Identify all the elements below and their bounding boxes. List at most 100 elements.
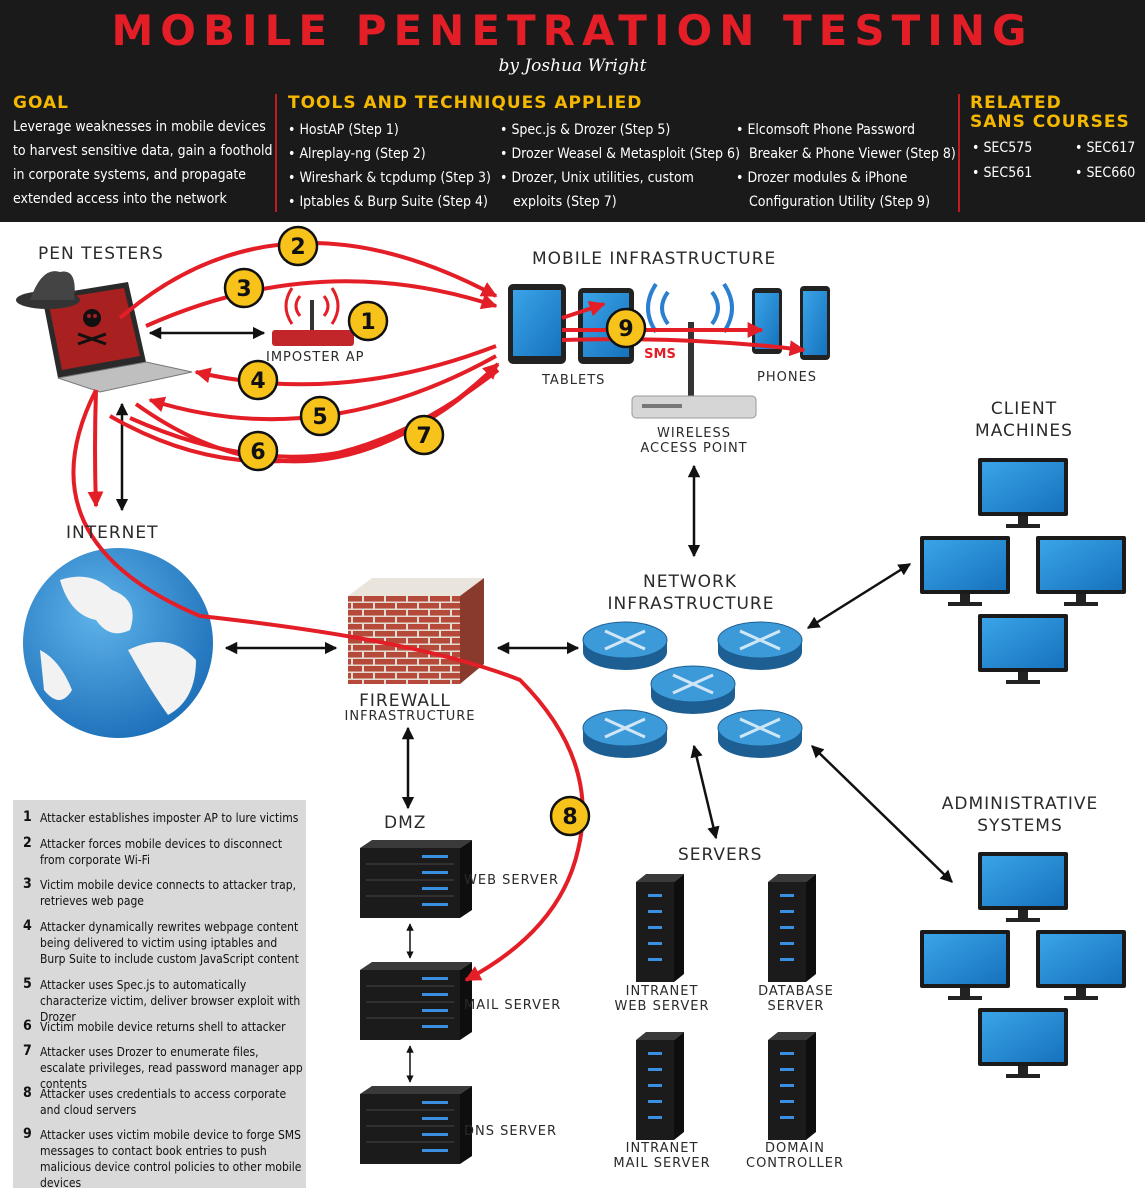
firewall-label: FIREWALL — [359, 691, 451, 711]
step-badge-number: 5 — [312, 405, 327, 430]
intranet-mail-server-icon — [636, 1032, 684, 1140]
dns-server-icon — [359, 1085, 473, 1165]
author-byline: by Joshua Wright — [498, 56, 647, 76]
client-monitor-icon — [1036, 536, 1126, 606]
step-badge-number: 8 — [562, 805, 577, 830]
legend-step-text: Attacker uses Spec.js to automatically c… — [40, 978, 301, 1024]
tablet-icon — [508, 284, 566, 364]
tool-item: Breaker & Phone Viewer (Step 8) — [749, 146, 956, 162]
step-badge-number: 7 — [416, 424, 431, 449]
phone-icon — [800, 286, 830, 360]
tool-item: Wireshark & tcpdump (Step 3) — [288, 166, 490, 190]
intranet-web-server-label: WEB SERVER — [614, 999, 710, 1014]
tool-item: Drozer modules & iPhone — [736, 166, 907, 190]
imposter-ap-label: IMPOSTER AP — [266, 350, 365, 365]
phone-icon — [752, 288, 782, 354]
step-badge — [223, 267, 265, 309]
admin-monitor-icon — [1036, 930, 1126, 1000]
step-badge — [403, 414, 445, 456]
wireless-label: WIRELESS — [657, 426, 731, 441]
mail-server-label: MAIL SERVER — [464, 998, 562, 1013]
step-badge-number: 1 — [360, 310, 375, 335]
client-monitor-icon — [978, 614, 1068, 684]
administrative-systems-label: ADMINISTRATIVE — [941, 794, 1099, 814]
client-monitor-icon — [920, 536, 1010, 606]
course-item: SEC617 — [1075, 140, 1135, 156]
mobile-infrastructure-label: MOBILE INFRASTRUCTURE — [532, 249, 777, 269]
legend-step-number: 5 — [23, 976, 32, 992]
client-machines-label: MACHINES — [975, 421, 1073, 441]
internet-globe-icon — [23, 548, 213, 738]
internet-label: INTERNET — [66, 523, 159, 543]
course-item: SEC660 — [1075, 165, 1135, 181]
client-machines-label: CLIENT — [990, 399, 1058, 419]
pen-tester-laptop-icon — [16, 271, 193, 393]
page-title: MOBILE PENETRATION TESTING — [111, 6, 1034, 55]
phones-label: PHONES — [757, 370, 818, 385]
dns-server-label: DNS SERVER — [464, 1124, 558, 1139]
database-server-label: SERVER — [767, 999, 825, 1014]
steps-legend: 1 Attacker establishes imposter AP to lu… — [13, 800, 306, 1190]
goal-heading: GOAL — [13, 93, 69, 113]
tool-item: Elcomsoft Phone Password — [736, 118, 915, 142]
mail-server-icon — [359, 961, 473, 1041]
tool-item: exploits (Step 7) — [513, 194, 617, 210]
goal-line: to harvest sensitive data, gain a footho… — [13, 143, 273, 159]
legend-step-text: Attacker uses victim mobile device to fo… — [40, 1128, 302, 1190]
tool-item: Iptables & Burp Suite (Step 4) — [288, 190, 488, 214]
intranet-mail-server-label: INTRANET — [625, 1141, 699, 1156]
legend-step-text: Attacker dynamically rewrites webpage co… — [40, 920, 299, 966]
admin-monitor-icon — [978, 852, 1068, 922]
step-badge — [277, 225, 319, 267]
tool-item: Drozer Weasel & Metasploit (Step 6) — [500, 142, 740, 166]
sms-label: SMS — [644, 347, 676, 362]
access-point-label: ACCESS POINT — [640, 441, 748, 456]
intranet-web-server-icon — [636, 874, 684, 982]
legend-step-text: Victim mobile device returns shell to at… — [40, 1020, 286, 1034]
course-item: SEC561 — [972, 165, 1032, 181]
router-icon — [581, 708, 669, 760]
step-badge — [299, 395, 341, 437]
router-icon — [649, 664, 737, 716]
domain-controller-icon — [768, 1032, 816, 1140]
header-banner: MOBILE PENETRATION TESTING by Joshua Wri… — [0, 0, 1145, 222]
legend-step-number: 2 — [23, 835, 32, 851]
dmz-label: DMZ — [384, 813, 427, 833]
header-divider — [958, 94, 960, 212]
database-server-label: DATABASE — [758, 984, 834, 999]
step-badge-number: 3 — [236, 277, 251, 302]
header-divider — [275, 94, 277, 212]
imposter-ap-icon — [272, 287, 354, 346]
step-badge — [237, 359, 279, 401]
network-diagram: 1 2 3 4 5 6 7 8 9 SMS — [16, 225, 1126, 1165]
network-infrastructure-label: NETWORK — [643, 572, 737, 592]
legend-step-text: Attacker uses Drozer to enumerate files,… — [40, 1045, 303, 1091]
tool-item: HostAP (Step 1) — [288, 118, 398, 142]
tool-item: Spec.js & Drozer (Step 5) — [500, 118, 670, 142]
step-badge — [549, 795, 591, 837]
domain-controller-label: CONTROLLER — [746, 1156, 844, 1171]
database-server-icon — [768, 874, 816, 982]
intranet-mail-server-label: MAIL SERVER — [613, 1156, 711, 1171]
pen-testers-label: PEN TESTERS — [38, 244, 164, 264]
goal-line: Leverage weaknesses in mobile devices — [13, 119, 266, 135]
step-badge — [347, 300, 389, 342]
step-badge-number: 6 — [250, 440, 265, 465]
router-icon — [716, 708, 804, 760]
servers-label: SERVERS — [678, 845, 763, 865]
tools-heading: TOOLS AND TECHNIQUES APPLIED — [288, 93, 643, 113]
step-badge — [237, 430, 279, 472]
courses-heading: RELATED — [970, 93, 1062, 113]
web-server-label: WEB SERVER — [464, 873, 560, 888]
legend-step-number: 7 — [23, 1043, 32, 1059]
legend-step-text: Victim mobile device connects to attacke… — [40, 878, 297, 908]
admin-monitor-icon — [920, 930, 1010, 1000]
legend-step-text: Attacker establishes imposter AP to lure… — [40, 811, 299, 825]
course-item: SEC575 — [972, 140, 1032, 156]
legend-step-number: 1 — [23, 809, 32, 825]
network-infrastructure-label: INFRASTRUCTURE — [607, 594, 775, 614]
firewall-icon — [348, 578, 484, 684]
legend-step-number: 8 — [23, 1085, 32, 1101]
step-badge-number: 4 — [250, 369, 265, 394]
goal-line: in corporate systems, and propagate — [13, 167, 247, 183]
